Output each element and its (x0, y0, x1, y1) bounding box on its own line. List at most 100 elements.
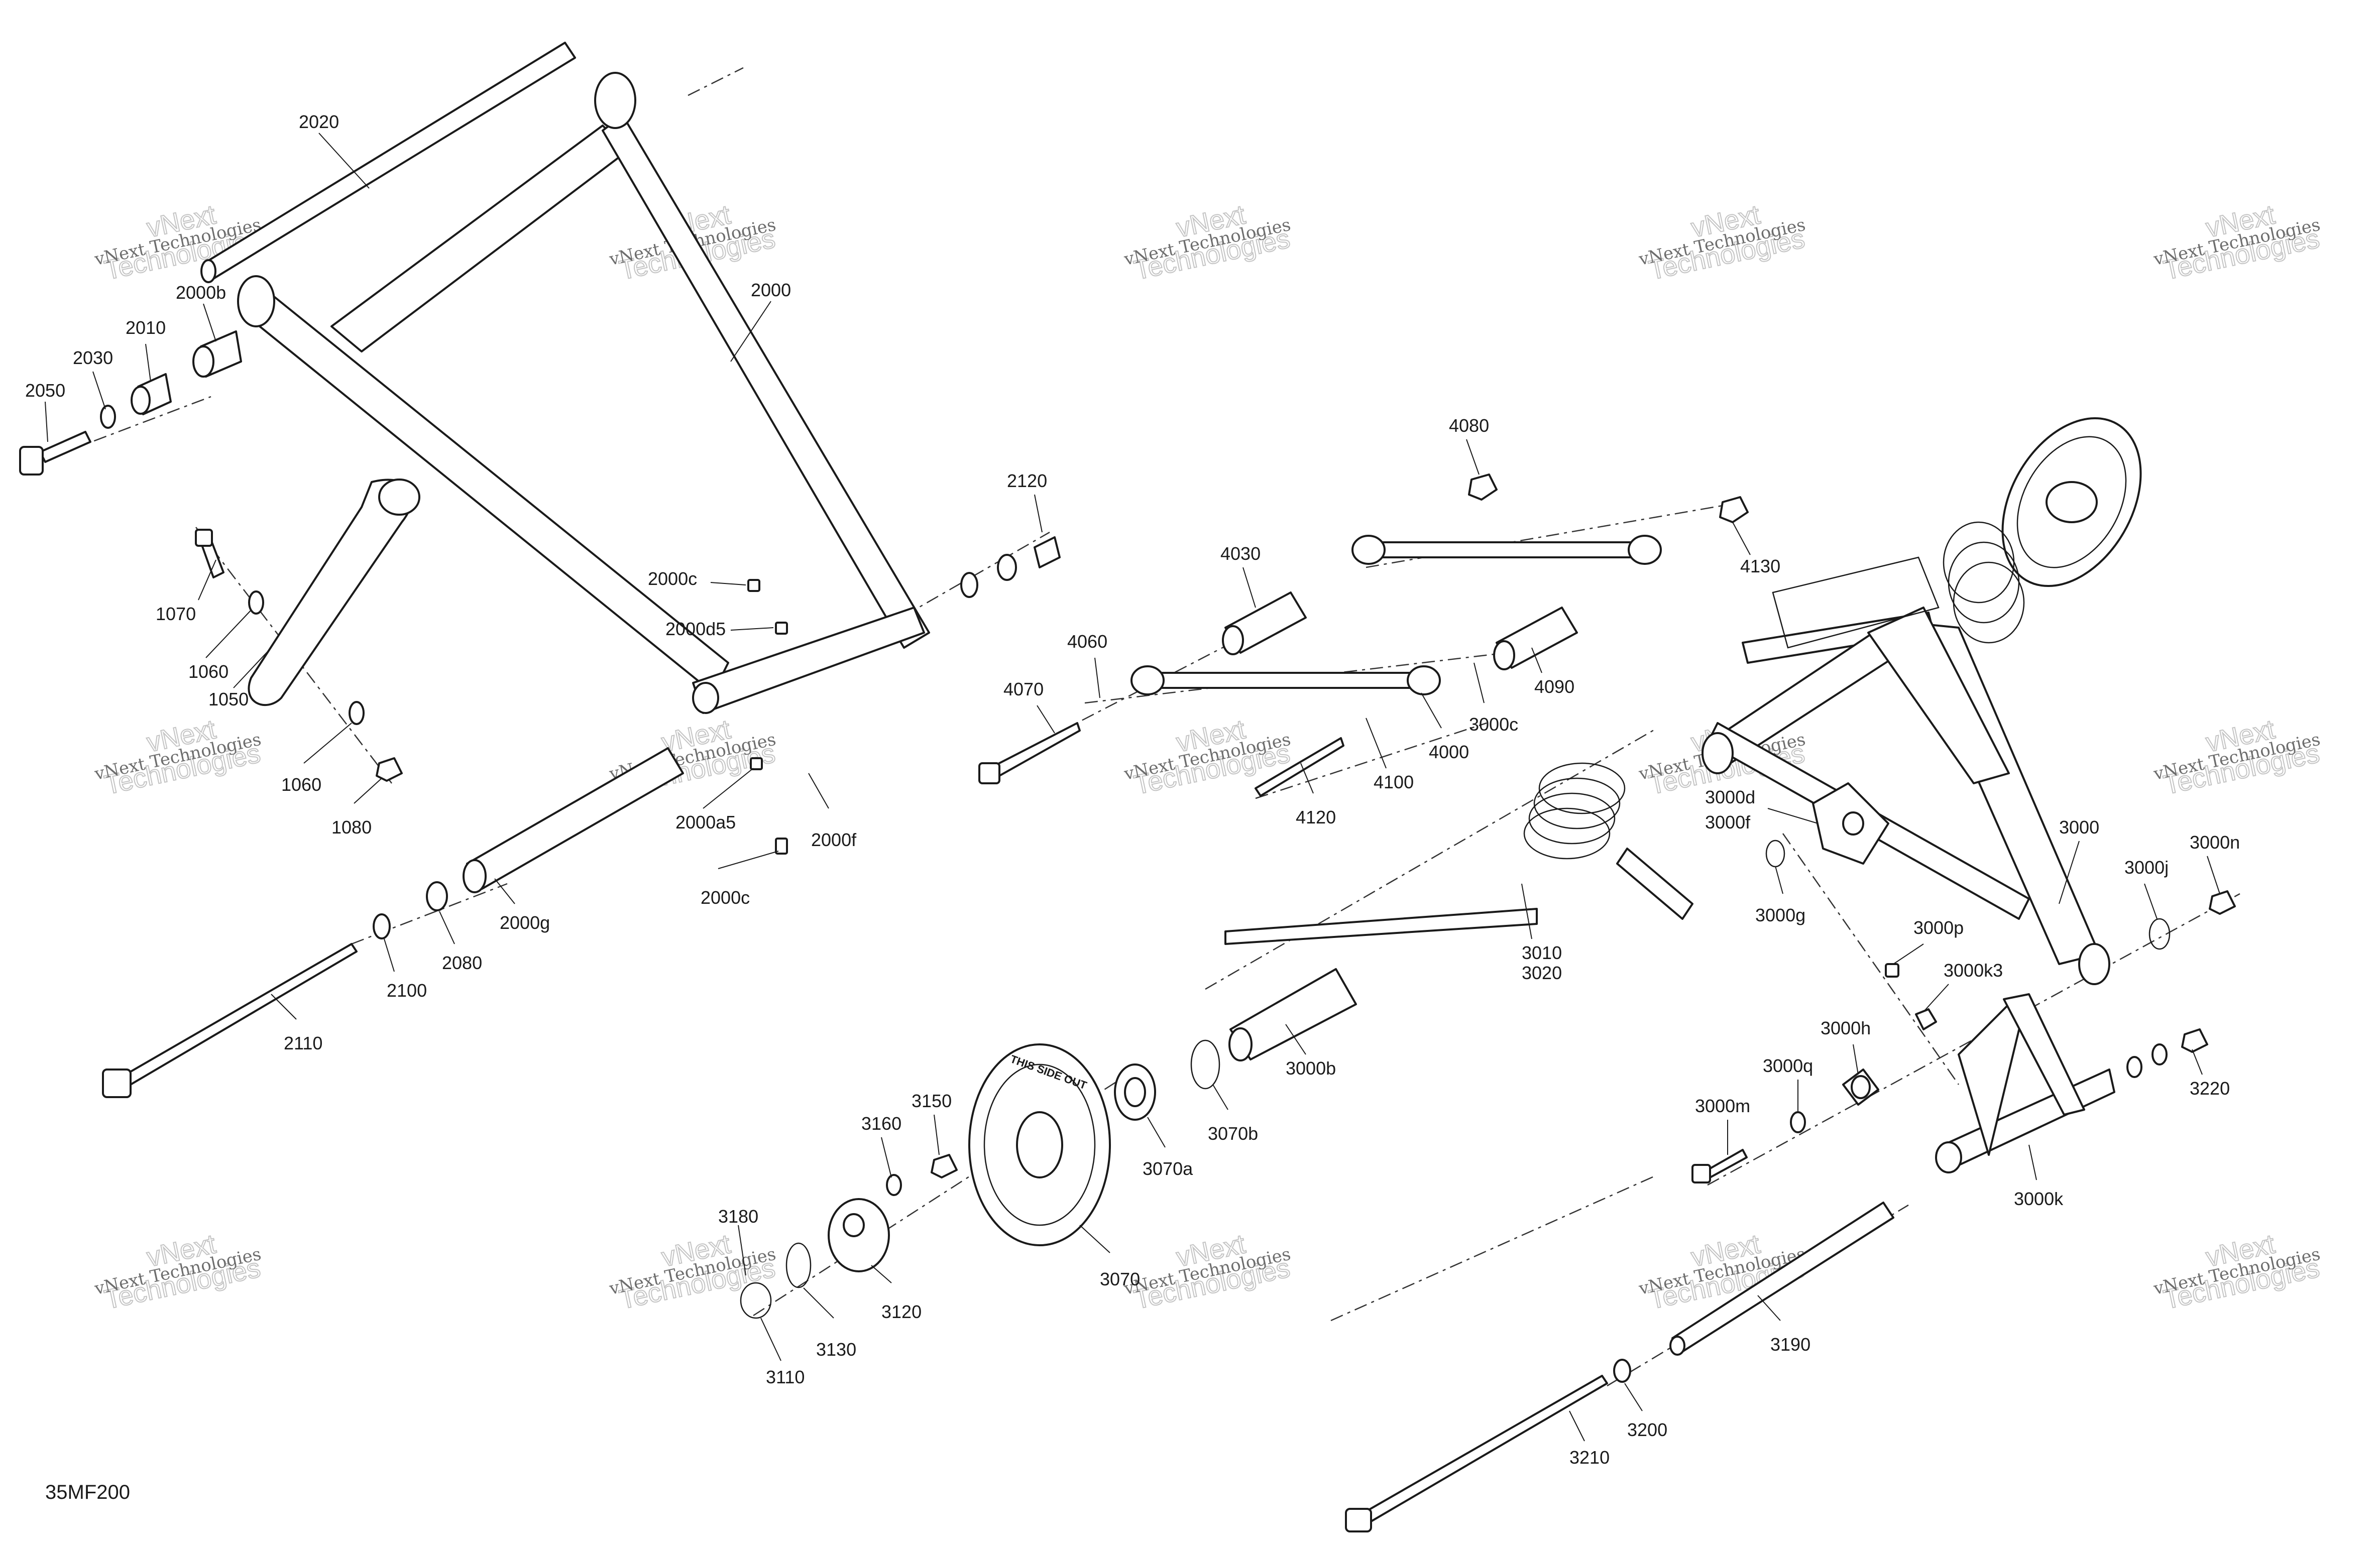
washer-2080 (426, 881, 448, 911)
callout-2000c-lower: 2000c (701, 887, 750, 908)
callout-2000d5: 2000d5 (665, 619, 726, 639)
callout-4120: 4120 (1296, 807, 1336, 827)
callout-2000a5: 2000a5 (675, 812, 736, 833)
callout-3000p: 3000p (1913, 917, 1964, 938)
callout-3020: 3020 (1522, 963, 1562, 983)
callout-2020: 2020 (299, 111, 339, 132)
bushing-2000b (192, 330, 242, 378)
wheel-3000-assembly (2001, 417, 2142, 587)
callout-4080: 4080 (1449, 415, 1489, 436)
nut-4080 (1468, 473, 1498, 501)
bushing-2010 (131, 373, 172, 415)
callout-3000b: 3000b (1286, 1058, 1336, 1079)
leader-lines (45, 133, 2220, 1442)
callout-3070: 3070 (1100, 1269, 1140, 1289)
callout-3000m: 3000m (1695, 1096, 1750, 1116)
part-2000-upper-arm (237, 72, 930, 714)
callout-labels: 2020 2000b 2010 2030 2050 2000 1070 1060… (25, 111, 2240, 1468)
callout-1050: 1050 (208, 689, 249, 709)
callout-2000: 2000 (751, 280, 791, 300)
callout-3220: 3220 (2190, 1078, 2230, 1099)
washer-2030 (100, 405, 116, 429)
callout-3120: 3120 (881, 1301, 922, 1322)
callout-4030: 4030 (1220, 543, 1261, 564)
clip-3130 (785, 1242, 812, 1288)
washers-3220-stack (2126, 1028, 2208, 1078)
spacer-4030 (1222, 591, 1307, 655)
bolt-2110 (102, 943, 358, 1098)
snapring-3070b (1190, 1039, 1220, 1090)
bolt-4070 (978, 722, 1081, 784)
callout-2120: 2120 (1007, 470, 1047, 491)
callout-3130: 3130 (816, 1339, 856, 1360)
tube-3190 (1669, 1202, 1894, 1356)
callout-3150: 3150 (912, 1091, 952, 1111)
callout-3000q: 3000q (1763, 1055, 1813, 1076)
spacer-4090 (1493, 607, 1578, 670)
cap-3120 (828, 1198, 890, 1272)
callout-1060-lower: 1060 (281, 774, 321, 795)
nut-4130 (1719, 496, 1749, 523)
nut-3000n (2209, 890, 2236, 915)
drawing-code: 35MF200 (45, 1481, 130, 1503)
callout-3200: 3200 (1627, 1419, 1667, 1440)
nut-3150 (931, 1154, 958, 1178)
ring-3110 (740, 1282, 772, 1319)
callout-3000h: 3000h (1821, 1018, 1871, 1038)
callout-3000n: 3000n (2190, 832, 2240, 853)
callout-2050: 2050 (25, 380, 65, 401)
washer-3160 (886, 1174, 902, 1196)
part-3000b-tube (1228, 968, 1357, 1061)
callout-3210: 3210 (1569, 1447, 1610, 1468)
callout-2000b: 2000b (176, 282, 226, 303)
callout-3000c: 3000c (1469, 714, 1518, 735)
washer-1060-upper (248, 590, 264, 615)
callout-3000: 3000 (2059, 817, 2099, 838)
callout-2030: 2030 (73, 347, 113, 368)
bracket-3000k (1935, 993, 2115, 1173)
spring-3010-3020 (1224, 762, 1693, 945)
bolt-3210 (1345, 1375, 1608, 1532)
callout-3070b: 3070b (1208, 1123, 1258, 1144)
nut-1080 (376, 757, 403, 782)
part-2000g-tube (463, 747, 684, 893)
callout-1070: 1070 (156, 604, 196, 624)
washer-1060-lower (349, 701, 365, 725)
callout-3000g: 3000g (1755, 905, 1805, 925)
ring-3000j (2148, 918, 2171, 950)
callout-1060-upper: 1060 (188, 661, 229, 682)
washer-3000q (1790, 1111, 1806, 1133)
bolt-2050 (19, 431, 91, 476)
callout-3180: 3180 (718, 1206, 758, 1227)
bolt-4120 (1255, 737, 1344, 797)
callout-4060: 4060 (1067, 631, 1107, 652)
callout-3160: 3160 (861, 1113, 901, 1134)
stopper-3000d (1812, 782, 1889, 865)
fittings-2000c-2000d5 (747, 579, 788, 855)
bolt-3000p (1885, 963, 1899, 978)
callout-3000k: 3000k (2014, 1189, 2064, 1209)
part-1050-link (248, 479, 420, 706)
callout-2000f: 2000f (811, 829, 857, 850)
callout-3000j: 3000j (2124, 857, 2169, 878)
callout-4100: 4100 (1374, 772, 1414, 792)
wheel-3070: THIS SIDE OUT (968, 1043, 1111, 1246)
nut-3000k3 (1915, 1008, 1937, 1030)
ring-3000g (1765, 840, 1785, 868)
arm-4000-upper (1351, 535, 1662, 565)
callout-3110: 3110 (766, 1367, 805, 1387)
callout-2100: 2100 (387, 980, 427, 1001)
part-2020-shaft (200, 42, 576, 283)
washers-2120-stack (960, 536, 1061, 598)
arm-4000-lower (1130, 665, 1441, 695)
callout-2010: 2010 (126, 317, 166, 338)
